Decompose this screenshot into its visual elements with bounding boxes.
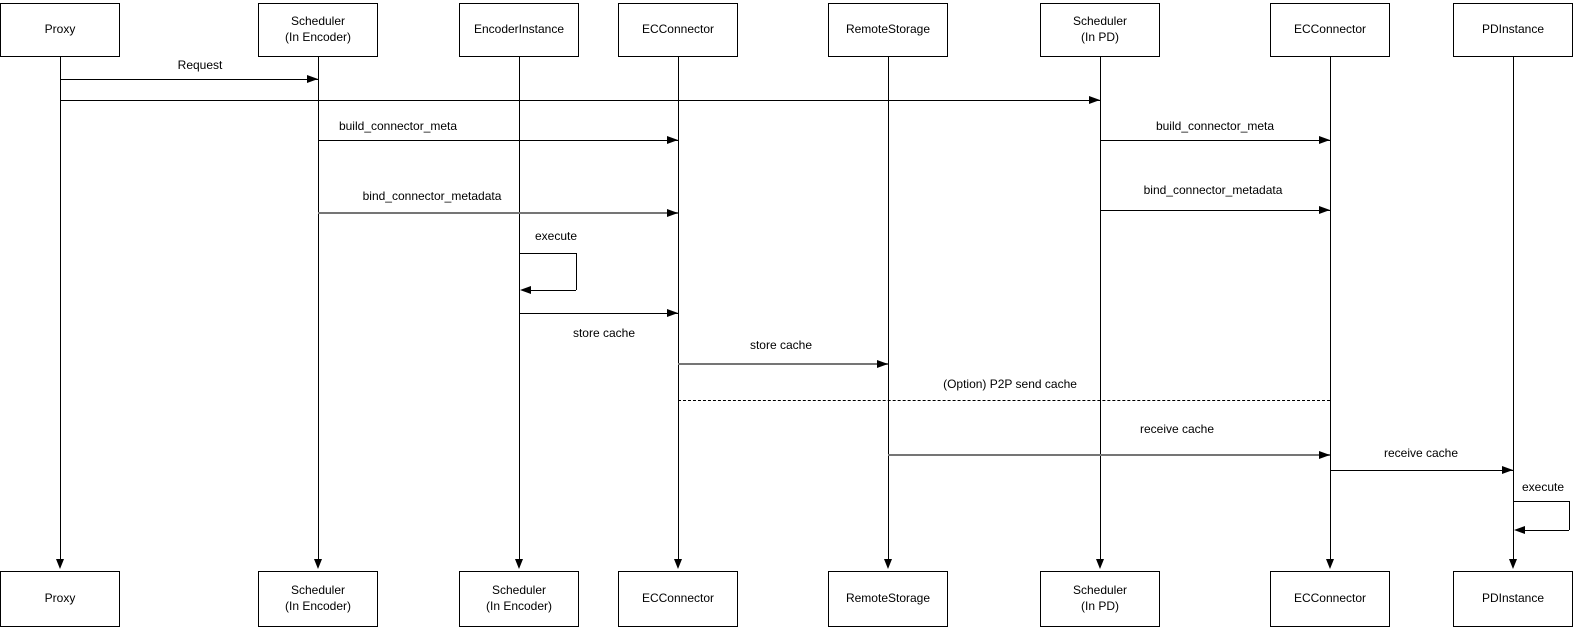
participant-box-bottom-ecconnector-6: ECConnector — [1270, 571, 1390, 627]
message-line-store-cache-6 — [519, 313, 678, 314]
message-label-receive-cache-10: receive cache — [1381, 446, 1461, 460]
message-line-receive-cache-10 — [1330, 470, 1513, 471]
lifeline-ecconnector-3 — [678, 57, 679, 559]
lifeline-scheduler-in-pd-5 — [1100, 57, 1101, 559]
self-message-bottom-1 — [1521, 530, 1569, 531]
participant-box-top-ecconnector-3: ECConnector — [618, 3, 738, 57]
self-message-arrowhead-icon-1 — [1514, 526, 1525, 534]
lifeline-end-arrow-icon-0 — [56, 559, 64, 569]
message-line-bind-connector-metadata-5 — [1100, 210, 1330, 211]
message-arrowhead-icon-9 — [1319, 451, 1330, 459]
participant-box-bottom-scheduler-in-encoder-1: Scheduler (In Encoder) — [258, 571, 378, 627]
message-line-store-cache-7 — [678, 363, 888, 365]
message-arrowhead-icon-7 — [877, 360, 888, 368]
participant-box-top-encoderinstance-2: EncoderInstance — [459, 3, 579, 57]
message-arrowhead-icon-3 — [1319, 136, 1330, 144]
self-message-label-execute-0: execute — [532, 229, 580, 243]
participant-box-bottom-ecconnector-3: ECConnector — [618, 571, 738, 627]
message-label-bind-connector-metadata-4: bind_connector_metadata — [360, 189, 504, 203]
message-arrowhead-icon-10 — [1502, 466, 1513, 474]
lifeline-end-arrow-icon-6 — [1326, 559, 1334, 569]
lifeline-remotestorage-4 — [888, 57, 889, 559]
participant-box-bottom-remotestorage-4: RemoteStorage — [828, 571, 948, 627]
message-label-build-connector-meta-3: build_connector_meta — [1153, 119, 1277, 133]
lifeline-encoderinstance-2 — [519, 57, 520, 559]
lifeline-scheduler-in-encoder-1 — [318, 57, 319, 559]
message-label-store-cache-6: store cache — [570, 326, 638, 340]
message-label-receive-cache-9: receive cache — [1137, 422, 1217, 436]
participant-box-top-scheduler-in-encoder-1: Scheduler (In Encoder) — [258, 3, 378, 57]
participant-box-top-remotestorage-4: RemoteStorage — [828, 3, 948, 57]
message-arrowhead-icon-5 — [1319, 206, 1330, 214]
message-line-request-0 — [60, 79, 318, 80]
message-line-option-p2p-send-cache-8 — [678, 400, 1330, 401]
self-message-top-1 — [1513, 501, 1569, 502]
message-line-receive-cache-9 — [888, 454, 1330, 456]
message-line-build-connector-meta-2 — [318, 140, 678, 141]
message-label-request-0: Request — [175, 58, 225, 72]
message-label-store-cache-7: store cache — [747, 338, 815, 352]
message-arrowhead-icon-4 — [667, 209, 678, 217]
self-message-bottom-0 — [527, 290, 576, 291]
self-message-side-0 — [576, 253, 577, 290]
lifeline-end-arrow-icon-4 — [884, 559, 892, 569]
message-label-bind-connector-metadata-5: bind_connector_metadata — [1141, 183, 1285, 197]
message-label-option-p2p-send-cache-8: (Option) P2P send cache — [941, 377, 1079, 391]
participant-box-top-scheduler-in-pd-5: Scheduler (In PD) — [1040, 3, 1160, 57]
message-line-unlabeled-1 — [60, 100, 1100, 101]
lifeline-proxy-0 — [60, 57, 61, 559]
participant-box-bottom-pdinstance-7: PDInstance — [1453, 571, 1573, 627]
message-line-bind-connector-metadata-4 — [318, 212, 678, 214]
participant-box-bottom-proxy-0: Proxy — [0, 571, 120, 627]
participant-box-bottom-scheduler-in-encoder-2: Scheduler (In Encoder) — [459, 571, 579, 627]
message-arrowhead-icon-1 — [1089, 96, 1100, 104]
lifeline-end-arrow-icon-2 — [515, 559, 523, 569]
lifeline-end-arrow-icon-5 — [1096, 559, 1104, 569]
lifeline-pdinstance-7 — [1513, 57, 1514, 559]
self-message-top-0 — [519, 253, 576, 254]
message-arrowhead-icon-2 — [667, 136, 678, 144]
participant-box-bottom-scheduler-in-pd-5: Scheduler (In PD) — [1040, 571, 1160, 627]
lifeline-end-arrow-icon-7 — [1509, 559, 1517, 569]
lifeline-ecconnector-6 — [1330, 57, 1331, 559]
self-message-arrowhead-icon-0 — [520, 286, 531, 294]
lifeline-end-arrow-icon-1 — [314, 559, 322, 569]
message-arrowhead-icon-0 — [307, 75, 318, 83]
participant-box-top-pdinstance-7: PDInstance — [1453, 3, 1573, 57]
participant-box-top-ecconnector-6: ECConnector — [1270, 3, 1390, 57]
message-arrowhead-icon-6 — [667, 309, 678, 317]
lifeline-end-arrow-icon-3 — [674, 559, 682, 569]
message-line-build-connector-meta-3 — [1100, 140, 1330, 141]
self-message-side-1 — [1569, 501, 1570, 530]
self-message-label-execute-1: execute — [1519, 480, 1567, 494]
participant-box-top-proxy-0: Proxy — [0, 3, 120, 57]
message-label-build-connector-meta-2: build_connector_meta — [336, 119, 460, 133]
